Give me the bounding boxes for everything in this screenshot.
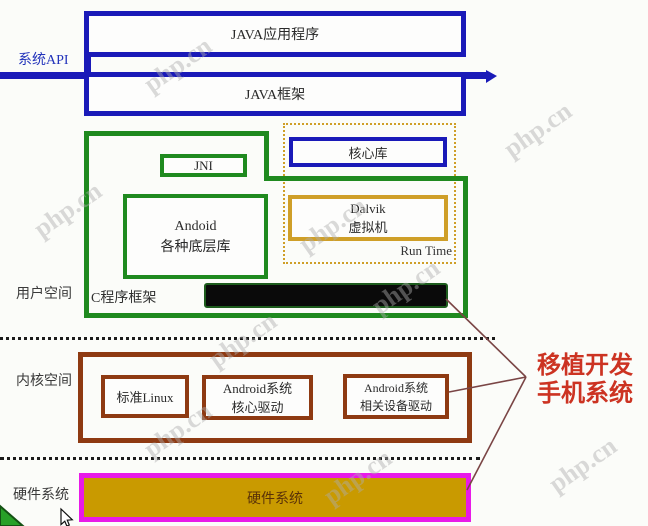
label-kernel-space: 内核空间 [16, 374, 72, 389]
mouse-cursor [60, 507, 74, 526]
box-java-application-label: JAVA应用程序 [230, 28, 320, 43]
box-dalvik-line1: Dalvik [350, 201, 386, 216]
black-bar [204, 283, 448, 308]
connector-line-hardware [466, 376, 527, 491]
java-left-connector-bar [84, 11, 91, 116]
box-android-device-drivers-line2: 相关设备驱动 [359, 398, 432, 413]
label-c-framework: C程序框架 [91, 291, 157, 306]
watermark-php-cn: php.cn [498, 95, 578, 164]
box-android-core-drivers: Android系统 核心驱动 [202, 375, 313, 420]
box-core-library-label: 核心库 [348, 145, 388, 161]
box-android-core-drivers-line2: 核心驱动 [231, 399, 284, 415]
box-android-libraries: Andoid 各种底层库 [123, 194, 268, 279]
watermark-php-cn: php.cn [28, 175, 108, 244]
box-java-framework: JAVA框架 [84, 72, 466, 116]
label-run-time: Run Time [400, 243, 452, 258]
box-standard-linux-label: 标准Linux [116, 390, 174, 405]
box-standard-linux: 标准Linux [101, 375, 189, 418]
annotation-line1: 移植开发 [537, 352, 633, 379]
dotted-separator-kernel-hardware [0, 457, 480, 460]
box-dalvik-line2: 虚拟机 [348, 220, 388, 235]
divider-arrow-tip [486, 70, 497, 83]
corner-green-shape [0, 504, 25, 526]
box-java-application: JAVA应用程序 [84, 11, 466, 57]
box-core-library: 核心库 [289, 137, 447, 167]
box-android-libraries-line2: 各种底层库 [160, 239, 231, 255]
label-user-space: 用户空间 [16, 287, 72, 302]
box-java-framework-label: JAVA框架 [244, 88, 306, 103]
box-android-device-drivers-line1: Android系统 [363, 380, 428, 395]
box-hardware-system: 硬件系统 [79, 473, 471, 522]
annotation-porting-dev: 移植开发 手机系统 [537, 352, 633, 408]
box-hardware-system-label: 硬件系统 [247, 491, 303, 507]
box-jni: JNI [160, 154, 247, 177]
box-dalvik-vm: Dalvik 虚拟机 [288, 195, 448, 241]
box-jni-label: JNI [194, 157, 213, 173]
label-hardware-system: 硬件系统 [13, 488, 69, 503]
label-system-api: 系统API [18, 53, 69, 68]
watermark-php-cn: php.cn [543, 430, 623, 499]
dotted-separator-user-kernel [0, 337, 495, 340]
box-android-device-drivers: Android系统 相关设备驱动 [343, 374, 449, 419]
box-android-libraries-line1: Andoid [174, 218, 217, 234]
box-android-core-drivers-line1: Android系统 [222, 380, 293, 396]
annotation-line2: 手机系统 [537, 380, 633, 407]
